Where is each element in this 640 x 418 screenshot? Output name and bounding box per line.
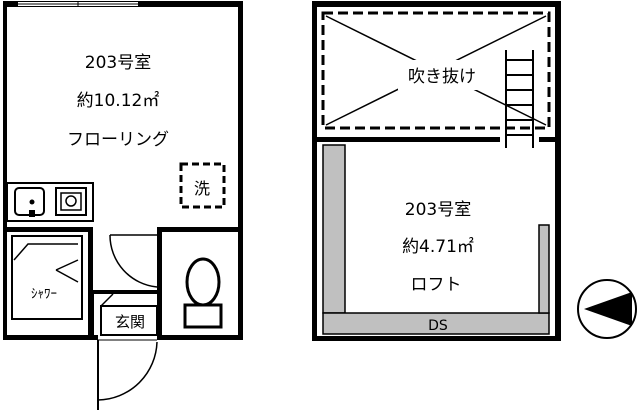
stove-icon xyxy=(55,187,87,216)
left-room-flooring: フローリング xyxy=(67,130,169,150)
ds-area: DS xyxy=(322,144,550,335)
entrance-label: 玄関 xyxy=(115,313,145,331)
kitchen-counter xyxy=(6,182,94,222)
washer-label: 洗 xyxy=(194,179,210,198)
atrium-label: 吹き抜け xyxy=(408,67,476,87)
bathroom-door xyxy=(92,234,158,335)
entrance: 玄関 xyxy=(100,293,158,336)
right-unit-walls xyxy=(312,1,561,341)
left-interior-walls xyxy=(3,227,243,340)
north-arrow-pointing-left-icon xyxy=(577,279,637,339)
shower-room: ｼｬﾜｰ xyxy=(11,235,83,320)
ladder-icon xyxy=(505,50,534,148)
right-unit: 吹き抜け DS 203号室 約4.71㎡ ロフト xyxy=(312,1,561,341)
loft-room-area: 約4.71㎡ xyxy=(402,237,474,257)
left-room-name: 203号室 xyxy=(85,53,151,73)
loft-room-name: 203号室 xyxy=(405,200,471,220)
atrium: 吹き抜け xyxy=(321,11,551,130)
left-unit: 203号室 約10.12㎡ フローリング 洗 xyxy=(3,1,243,410)
sink-icon xyxy=(14,187,45,217)
washer-space: 洗 xyxy=(179,162,226,209)
toilet-icon xyxy=(183,257,223,329)
shower-label: ｼｬﾜｰ xyxy=(31,287,57,302)
front-door xyxy=(97,339,158,410)
loft-divider-wall xyxy=(317,137,500,142)
left-window xyxy=(18,2,138,6)
left-room-area: 約10.12㎡ xyxy=(77,91,160,111)
ds-label: DS xyxy=(428,318,448,334)
loft-divider-wall-right xyxy=(539,137,555,142)
loft-label: ロフト xyxy=(411,275,462,295)
